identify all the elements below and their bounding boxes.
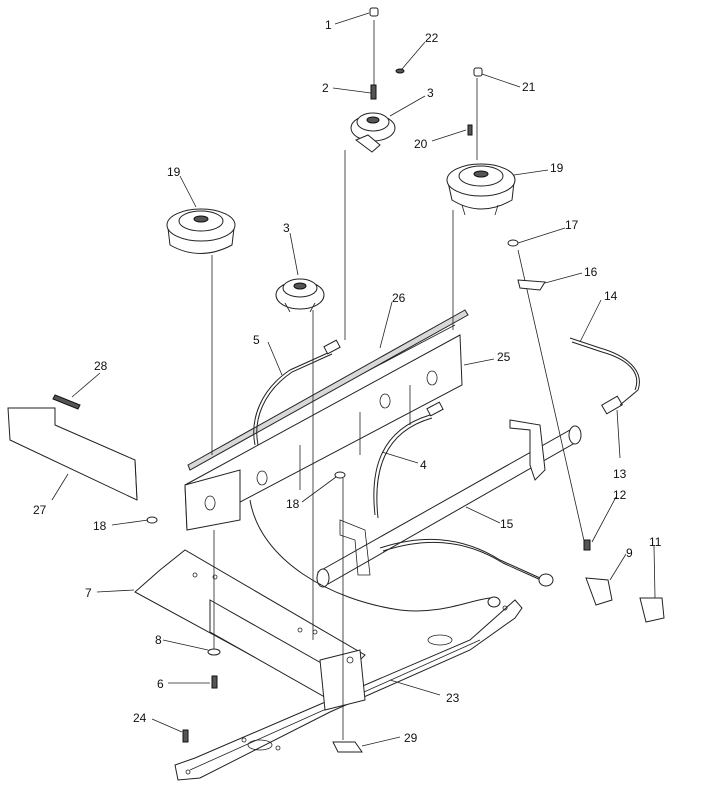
callout-27: 27 — [33, 503, 47, 517]
manifold-tube — [316, 419, 582, 588]
side-shield — [7, 407, 138, 501]
callout-22: 22 — [425, 31, 439, 45]
burner-3-mid — [275, 278, 325, 313]
callout-4: 4 — [420, 458, 427, 472]
burner-box — [184, 324, 463, 531]
burner-19-left — [166, 208, 236, 254]
callout-29: 29 — [404, 731, 418, 745]
callout-2: 2 — [322, 81, 329, 95]
callout-8: 8 — [155, 633, 162, 647]
gas-tubes — [249, 339, 554, 612]
callout-1: 1 — [325, 18, 332, 32]
top-rail — [187, 309, 469, 471]
leader-lines — [51, 12, 656, 747]
callout-23: 23 — [446, 691, 460, 705]
callout-26: 26 — [392, 291, 406, 305]
callout-18-right: 18 — [286, 497, 300, 511]
callout-20: 20 — [414, 137, 428, 151]
support-tray — [134, 549, 366, 711]
callout-19-right: 19 — [550, 161, 564, 175]
callout-19-left: 19 — [167, 165, 181, 179]
burner-19-right — [446, 163, 516, 216]
shim-28 — [52, 394, 81, 410]
callout-28: 28 — [94, 359, 108, 373]
callout-11: 11 — [649, 535, 662, 549]
callout-15: 15 — [500, 517, 514, 531]
guide-lines — [211, 20, 586, 740]
callout-6: 6 — [157, 677, 164, 691]
callouts: 1 22 2 3 21 20 19 19 3 17 16 14 26 5 25 … — [33, 18, 662, 745]
callout-25: 25 — [497, 350, 511, 364]
callout-9: 9 — [626, 546, 633, 560]
callout-5: 5 — [253, 333, 260, 347]
callout-24: 24 — [133, 711, 147, 725]
burner-3-upper — [350, 112, 396, 153]
callout-3-upper: 3 — [427, 86, 434, 100]
callout-7: 7 — [85, 586, 92, 600]
callout-12: 12 — [613, 488, 627, 502]
callout-17: 17 — [565, 218, 579, 232]
callout-21: 21 — [522, 80, 536, 94]
callout-16: 16 — [584, 265, 598, 279]
callout-3-mid: 3 — [283, 221, 290, 235]
callout-14: 14 — [604, 289, 618, 303]
callout-13: 13 — [613, 467, 627, 481]
callout-18-left: 18 — [93, 519, 107, 533]
